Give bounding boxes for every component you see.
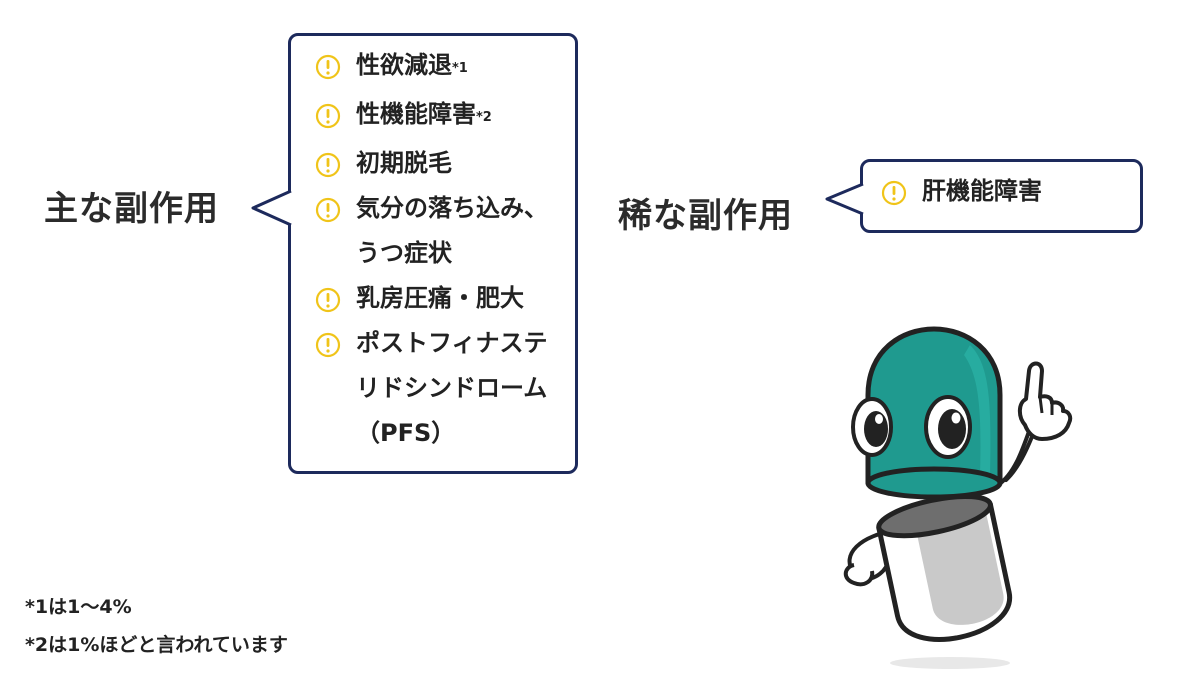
list-item: 気分の落ち込み、うつ症状 xyxy=(315,194,565,276)
effect-text: 乳房圧痛・肥大 xyxy=(356,284,524,312)
effect-text: 性機能障害*2 xyxy=(356,100,492,128)
list-item: ポストフィナステリドシンドローム（PFS） xyxy=(315,329,565,456)
rare-side-effects-list: 肝機能障害 xyxy=(881,177,1042,214)
main-side-effects-bubble: 性欲減退*1 性機能障害*2 初期脱毛 気分の落ち込み、う xyxy=(251,33,578,474)
footnote-marker: *1 xyxy=(452,61,468,76)
capsule-mascot-illustration xyxy=(843,326,1073,669)
exclamation-circle-icon xyxy=(315,332,341,358)
list-item: 肝機能障害 xyxy=(881,177,1042,214)
effect-text: 肝機能障害 xyxy=(922,177,1042,205)
list-item: 初期脱毛 xyxy=(315,149,565,186)
main-side-effects-list: 性欲減退*1 性機能障害*2 初期脱毛 気分の落ち込み、う xyxy=(315,51,565,465)
effect-text: 気分の落ち込み、うつ症状 xyxy=(356,194,548,267)
bubble-tail xyxy=(825,182,864,216)
exclamation-circle-icon xyxy=(315,54,341,80)
footnote-1: *1は1～4% xyxy=(25,596,132,618)
rare-side-effects-bubble: 肝機能障害 xyxy=(825,159,1143,233)
effect-text: 初期脱毛 xyxy=(356,149,452,177)
list-item: 乳房圧痛・肥大 xyxy=(315,284,565,321)
effect-text: ポストフィナステリドシンドローム（PFS） xyxy=(356,329,548,447)
exclamation-circle-icon xyxy=(315,197,341,223)
footnotes: *1は1～4% *2は1%ほどと言われています xyxy=(25,588,288,664)
exclamation-circle-icon xyxy=(315,103,341,129)
rare-side-effects-label: 稀な副作用 xyxy=(618,196,793,236)
main-side-effects-label: 主な副作用 xyxy=(44,189,219,229)
exclamation-circle-icon xyxy=(315,152,341,178)
list-item: 性機能障害*2 xyxy=(315,100,565,141)
footnote-marker: *2 xyxy=(476,110,492,125)
effect-text: 性欲減退*1 xyxy=(356,51,468,79)
footnote-2: *2は1%ほどと言われています xyxy=(25,634,288,656)
exclamation-circle-icon xyxy=(881,180,907,206)
bubble-tail xyxy=(251,189,292,227)
exclamation-circle-icon xyxy=(315,287,341,313)
list-item: 性欲減退*1 xyxy=(315,51,565,92)
